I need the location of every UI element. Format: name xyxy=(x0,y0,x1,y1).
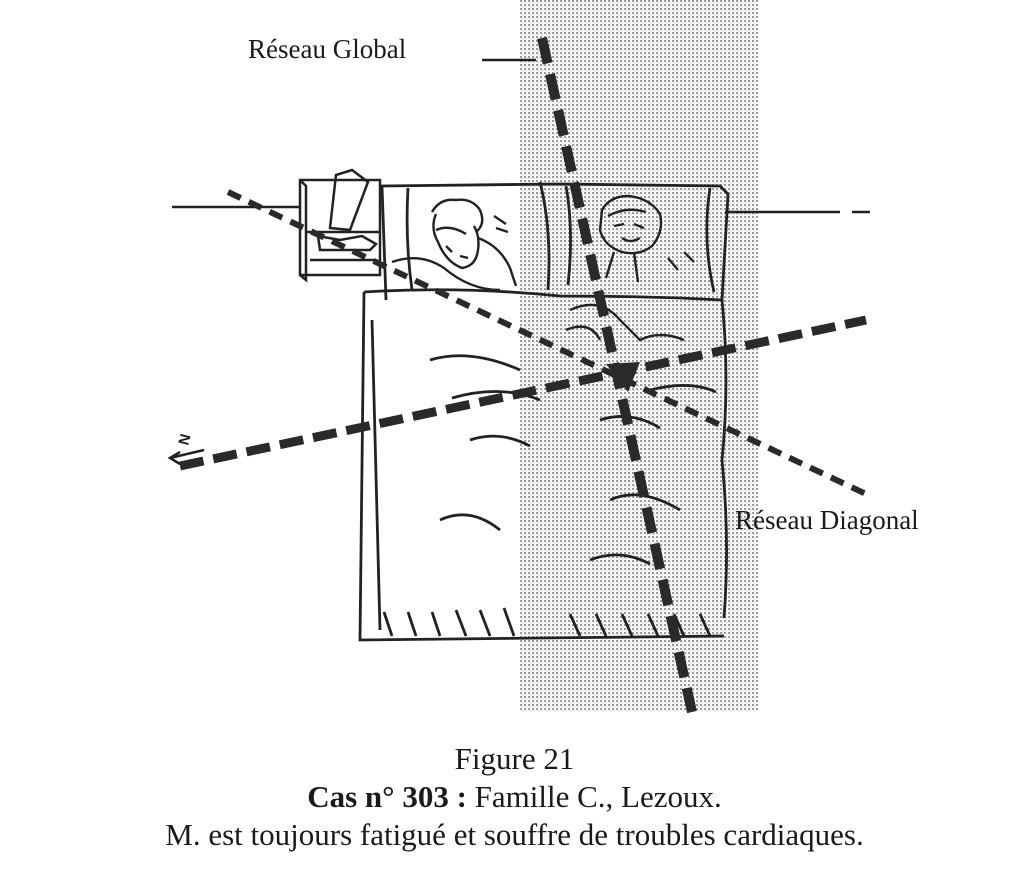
global-network-band xyxy=(520,0,758,712)
nightstand xyxy=(298,168,382,283)
case-number: Cas n° 303 : xyxy=(307,779,467,814)
case-line: Cas n° 303 : Famille C., Lezoux. xyxy=(0,778,1029,816)
man-sleeper xyxy=(565,194,695,342)
bed-blanket xyxy=(358,288,728,642)
intersection-knot xyxy=(606,362,640,392)
case-family: Famille C., Lezoux. xyxy=(466,779,722,814)
global-network-label: Réseau Global xyxy=(248,34,407,64)
north-arrow-icon xyxy=(167,448,205,466)
bed-headboard xyxy=(379,181,730,301)
north-marker: N xyxy=(175,432,194,447)
diagonal-network-line xyxy=(226,189,868,497)
figure-number: Figure 21 xyxy=(454,741,575,776)
north-axis-line xyxy=(179,315,867,471)
case-description: M. est toujours fatigué et souffre de tr… xyxy=(165,817,864,852)
figure-caption: Figure 21 Cas n° 303 : Famille C., Lezou… xyxy=(0,740,1029,854)
diagonal-network-label: Réseau Diagonal xyxy=(735,505,919,535)
woman-sleeper xyxy=(391,198,518,292)
